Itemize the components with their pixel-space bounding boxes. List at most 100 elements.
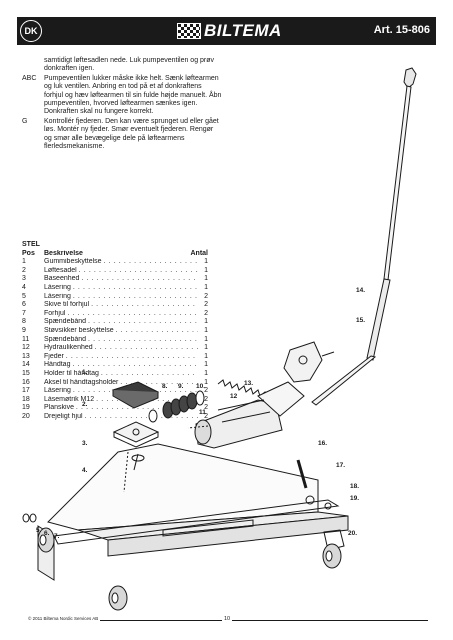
callout-label: 18.: [350, 483, 360, 490]
part-desc: Aksel til håndtagsholder . . . . . . . .…: [44, 379, 198, 388]
part-pos: 13: [22, 352, 30, 360]
part-desc-label: Håndtag: [44, 361, 71, 369]
part-pos: 11: [22, 335, 30, 343]
part-pos: 17: [22, 387, 30, 395]
part-qty: 1: [204, 258, 208, 266]
part-pos: 1: [22, 258, 26, 266]
part-desc: Spændebånd . . . . . . . . . . . . . . .…: [44, 336, 198, 345]
part-pos: 4: [22, 283, 26, 291]
part-qty: 1: [204, 318, 208, 326]
part-qty: 1: [204, 275, 208, 283]
part-pos: 9: [22, 326, 26, 334]
part-qty: 2: [204, 292, 208, 300]
callout-label: 8.: [162, 383, 168, 390]
base-frame-part: [37, 443, 349, 581]
part-pos: 19: [22, 404, 30, 412]
callout-label: 11: [199, 409, 206, 416]
leader-dots: . . . . . . . . . . . . . . . . . . . . …: [75, 404, 198, 412]
leader-dots: . . . . . . . . . . . . . . . . . . . . …: [72, 283, 198, 291]
part-desc-label: Låsering: [44, 283, 71, 291]
callout-label: 19.: [350, 495, 360, 502]
instruction-code: G: [22, 117, 28, 125]
part-desc: Drejeligt hjul . . . . . . . . . . . . .…: [44, 413, 198, 422]
part-desc: Gummibeskyttelse . . . . . . . . . . . .…: [44, 258, 198, 267]
instruction-text: Kontrollér fjederen. Den kan være sprung…: [44, 117, 219, 151]
leader-dots: . . . . . . . . . . . . . . . . . . . . …: [72, 292, 198, 300]
part-pos: 14: [22, 361, 30, 369]
leader-dots: . . . . . . . . . . . . . . . . . . . . …: [100, 369, 198, 377]
part-desc-label: Spændebånd: [44, 318, 87, 326]
part-desc-label: Forhjul: [44, 309, 66, 317]
part-qty: 1: [204, 335, 208, 343]
handle-holder-part: [283, 341, 335, 383]
header-bar: DK BILTEMA Art. 15-806: [17, 17, 436, 45]
part-desc-label: Hydraulikenhed: [44, 344, 93, 352]
article-number: Art. 15-806: [373, 24, 430, 36]
instruction-text: Pumpeventilen lukker måske ikke helt. Sæ…: [44, 74, 222, 116]
part-desc-label: Spændebånd: [44, 335, 87, 343]
handle-part: [311, 67, 417, 406]
leader-dots: . . . . . . . . . . . . . . . . . . . . …: [94, 344, 198, 352]
checkered-flag-icon: [177, 23, 201, 39]
callout-label: 3.: [82, 440, 88, 447]
part-qty: 1: [204, 326, 208, 334]
leader-dots: . . . . . . . . . . . . . . . . . . . . …: [103, 258, 198, 266]
callout-label: 2.: [82, 401, 88, 408]
part-desc: Skive til forhjul . . . . . . . . . . . …: [44, 301, 198, 310]
part-desc: Hydraulikenhed . . . . . . . . . . . . .…: [44, 344, 198, 353]
part-desc-label: Skive til forhjul: [44, 301, 90, 309]
part-pos: 3: [22, 275, 26, 283]
callout-label: 14.: [356, 287, 366, 294]
parts-row: 3 Baseenhed . . . . . . . . . . . . . . .…: [22, 275, 208, 284]
callout-label: 9.: [178, 383, 184, 390]
callout-label: 12: [230, 393, 238, 400]
part-qty: 1: [204, 369, 208, 377]
instruction-paragraph: ABC Pumpeventilen lukker måske ikke helt…: [22, 75, 222, 117]
front-wheel-part: [22, 513, 128, 611]
copyright-text: © 2011 Biltema Nordic Services AB: [28, 616, 101, 621]
header-pos: Pos: [22, 249, 35, 257]
leader-dots: . . . . . . . . . . . . . . . . . . . . …: [65, 352, 198, 360]
part-desc-label: Løftesadel: [44, 266, 77, 274]
instruction-paragraph: samtidigt løftesadlen nede. Luk pumpeven…: [22, 57, 222, 74]
part-desc-label: Aksel til håndtagsholder: [44, 378, 119, 386]
part-desc-label: Låsering: [44, 387, 71, 395]
part-qty: 2: [204, 309, 208, 317]
part-qty: 1: [204, 283, 208, 291]
swivel-wheel-part: [296, 459, 345, 569]
part-pos: 7: [22, 309, 26, 317]
parts-row: 4 Låsering . . . . . . . . . . . . . . . …: [22, 284, 208, 293]
header-desc: Beskrivelse: [44, 249, 83, 257]
part-qty: 2: [204, 395, 208, 403]
callout-label: 10.: [196, 383, 206, 390]
callout-label: 7.: [54, 533, 60, 540]
callout-label: 5.: [36, 527, 42, 534]
part-desc: Baseenhed . . . . . . . . . . . . . . . …: [44, 275, 198, 284]
parts-list-header: Pos Beskrivelse Antal: [22, 250, 208, 259]
part-qty: 1: [204, 266, 208, 274]
part-qty: 2: [204, 412, 208, 420]
part-pos: 16: [22, 378, 30, 386]
part-pos: 2: [22, 266, 26, 274]
part-pos: 8: [22, 318, 26, 326]
leader-dots: . . . . . . . . . . . . . . . . . . . . …: [78, 266, 198, 274]
callout-label: 4.: [82, 467, 88, 474]
part-qty: 2: [204, 387, 208, 395]
part-desc-label: Låsering: [44, 292, 71, 300]
parts-row: 16 Aksel til håndtagsholder . . . . . . .…: [22, 379, 208, 388]
callout-label: 17.: [336, 462, 346, 469]
callout-label: 20.: [348, 530, 358, 537]
part-desc-label: Baseenhed: [44, 275, 80, 283]
parts-row: 2 Løftesadel . . . . . . . . . . . . . . …: [22, 267, 208, 276]
instruction-text: samtidigt løftesadlen nede. Luk pumpeven…: [44, 57, 215, 73]
leader-dots: . . . . . . . . . . . . . . . . . . . . …: [120, 378, 198, 386]
language-badge: DK: [20, 20, 42, 42]
part-qty: 2: [204, 404, 208, 412]
callout-label: 13.: [244, 380, 254, 387]
